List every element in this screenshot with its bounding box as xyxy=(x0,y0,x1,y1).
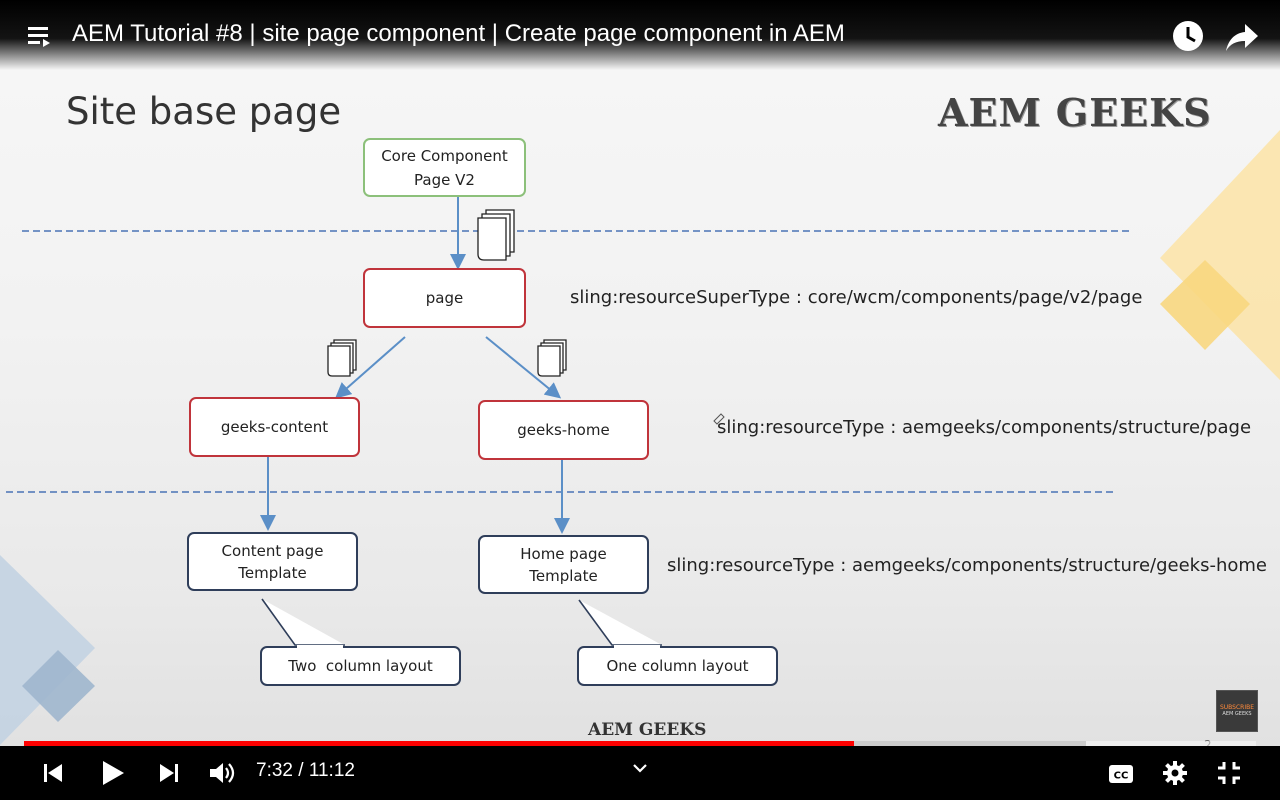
node-geeks-home: geeks-home xyxy=(478,400,649,460)
top-bar: AEM Tutorial #8 | site page component | … xyxy=(0,0,1280,70)
callout-two-column: Two column layout xyxy=(260,646,461,686)
node-page-label: page xyxy=(425,289,464,307)
control-bar: 7:32 / 11:12 CC xyxy=(0,746,1280,800)
callout-tail-mask xyxy=(614,645,660,648)
callout-one-column-label: One column layout xyxy=(606,657,749,675)
play-icon[interactable] xyxy=(100,759,126,787)
callout-tail xyxy=(578,599,662,646)
node-geeks-content: geeks-content xyxy=(189,397,360,457)
callout-tail xyxy=(261,598,345,646)
annotation-home-type: sling:resourceType : aemgeeks/components… xyxy=(667,555,1267,576)
brand-logo: AEM GEEKS xyxy=(938,90,1212,135)
menu-icon[interactable] xyxy=(26,24,52,48)
subscribe-text: SUBSCRIBE xyxy=(1219,704,1255,711)
progress-bar[interactable] xyxy=(24,741,1256,746)
annotation-resource-type: sling:resourceType : aemgeeks/components… xyxy=(717,417,1252,438)
document-icon xyxy=(477,209,515,261)
watch-later-icon[interactable] xyxy=(1172,20,1204,52)
svg-text:CC: CC xyxy=(1114,771,1129,782)
document-icon xyxy=(327,339,357,377)
node-geeks-home-label: geeks-home xyxy=(517,421,610,439)
node-home-template-label: Home page Template xyxy=(520,544,607,585)
captions-icon[interactable]: CC xyxy=(1108,764,1134,784)
slide-title: Site base page xyxy=(66,90,342,133)
volume-icon[interactable] xyxy=(208,761,236,785)
time-display: 7:32 / 11:12 xyxy=(256,760,355,781)
settings-icon[interactable] xyxy=(1162,760,1188,786)
node-core-component: Core Component Page V2 xyxy=(363,138,526,197)
pencil-icon xyxy=(713,413,725,425)
chevron-down-icon[interactable] xyxy=(632,762,648,774)
callout-tail-mask xyxy=(297,645,343,648)
callout-one-column: One column layout xyxy=(577,646,778,686)
subscribe-watermark[interactable]: SUBSCRIBE AEM GEEKS xyxy=(1216,690,1258,732)
next-icon[interactable] xyxy=(158,762,180,784)
arrow-page-to-home xyxy=(485,336,562,399)
annotation-super-type: sling:resourceSuperType : core/wcm/compo… xyxy=(570,287,1143,308)
previous-icon[interactable] xyxy=(42,762,64,784)
callout-two-column-label: Two column layout xyxy=(288,657,433,675)
document-icon xyxy=(537,339,567,377)
subscribe-brand: AEM GEEKS xyxy=(1222,711,1252,717)
footer-brand: AEM GEEKS xyxy=(588,720,707,740)
node-content-template-label: Content page Template xyxy=(221,541,324,582)
node-home-template: Home page Template xyxy=(478,535,649,594)
exit-fullscreen-icon[interactable] xyxy=(1216,760,1242,786)
node-page: page xyxy=(363,268,526,328)
slide-page-number: 2 xyxy=(1204,738,1212,752)
played-bar xyxy=(24,741,855,746)
video-title[interactable]: AEM Tutorial #8 | site page component | … xyxy=(72,20,845,47)
node-content-template: Content page Template xyxy=(187,532,358,591)
node-core-component-label: Core Component Page V2 xyxy=(381,146,508,189)
arrow-page-to-content xyxy=(334,336,406,399)
node-geeks-content-label: geeks-content xyxy=(220,418,329,436)
share-icon[interactable] xyxy=(1225,22,1259,52)
